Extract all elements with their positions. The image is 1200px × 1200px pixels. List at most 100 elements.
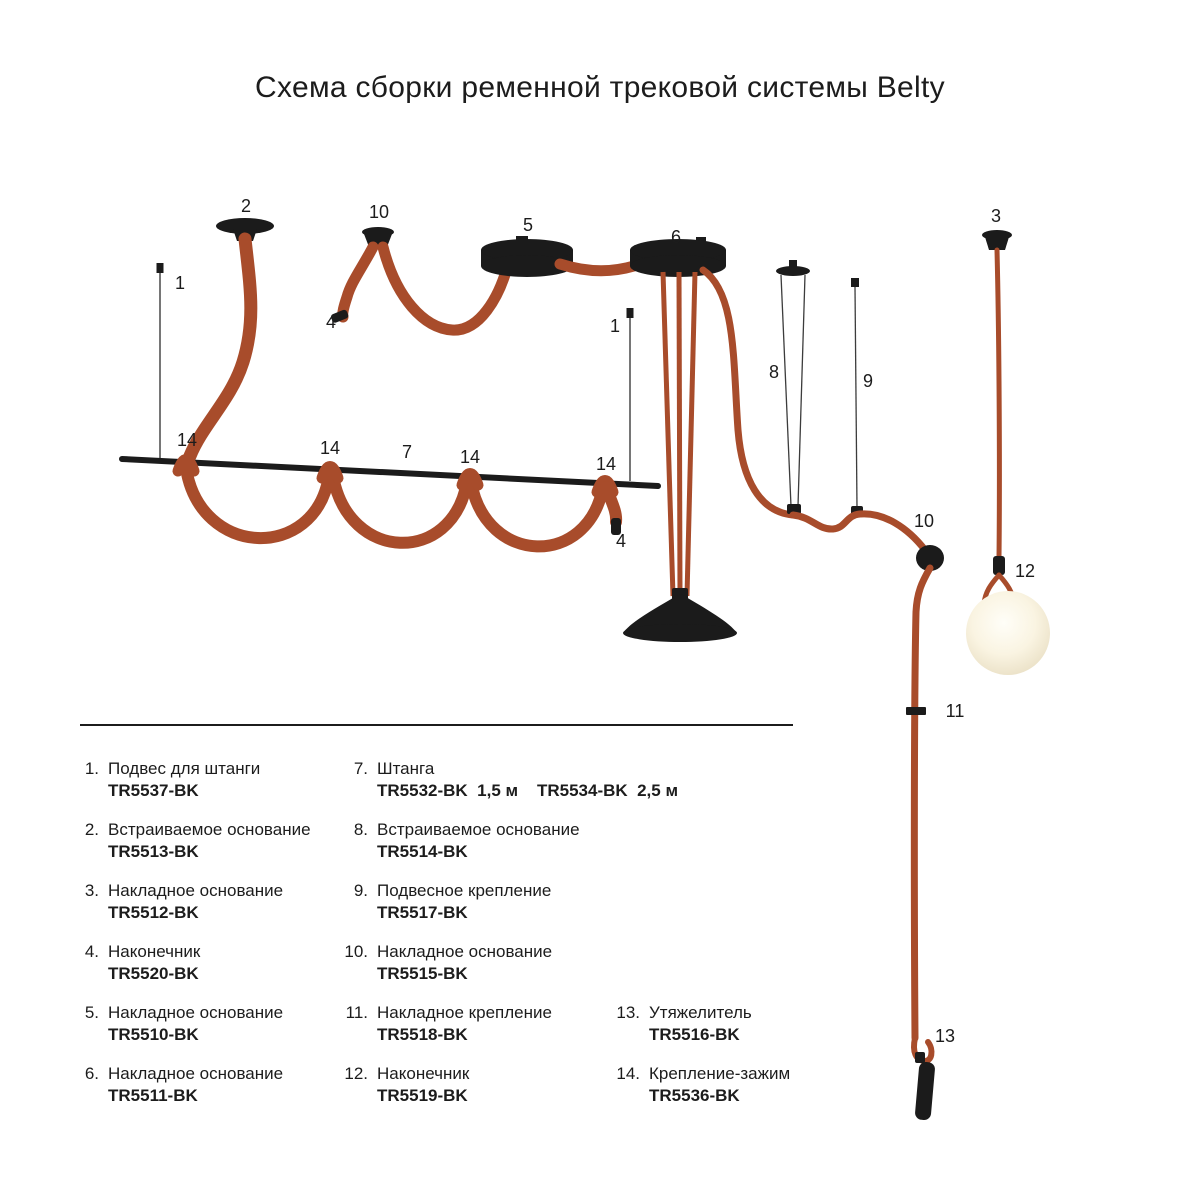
callout-13: 13 xyxy=(935,1026,955,1046)
belt-5-to-6 xyxy=(554,258,640,277)
rod-suspension-right xyxy=(626,308,634,481)
legend-item-code: TR5515-BK xyxy=(377,964,468,983)
legend-item-code: TR5536-BK xyxy=(649,1086,740,1105)
surface-base-3 xyxy=(982,230,1012,250)
legend-item-code: TR5517-BK xyxy=(377,903,468,922)
callout-14d: 14 xyxy=(596,454,616,474)
surface-base-6 xyxy=(630,237,726,277)
vertical-belt xyxy=(910,564,934,1042)
callout-1b: 1 xyxy=(610,316,620,336)
belt-10-to-5 xyxy=(377,241,513,336)
globe-cord xyxy=(994,247,1002,561)
legend-item-6: 6. Накладное основание TR5511-BK xyxy=(80,1063,311,1107)
callout-labels: 2 1 10 4 5 6 1 8 9 3 14 14 7 14 14 4 10 … xyxy=(175,196,1035,1046)
legend-item-name: Встраиваемое основание xyxy=(377,820,580,839)
legend-item-number: 8. xyxy=(353,820,368,839)
legend-divider xyxy=(80,724,793,726)
legend-item-code: TR5532-BK 1,5 м TR5534-BK 2,5 м xyxy=(377,781,679,800)
belt-drapes xyxy=(180,462,609,553)
page-title: Схема сборки ременной трековой системы B… xyxy=(255,71,945,104)
legend-item-code: TR5510-BK xyxy=(108,1025,199,1044)
surface-base-5 xyxy=(481,236,573,277)
callout-4b: 4 xyxy=(616,531,626,551)
callout-7: 7 xyxy=(402,442,412,462)
rod-assembly xyxy=(119,218,661,553)
callout-3: 3 xyxy=(991,206,1001,226)
legend-item-name: Накладное основание xyxy=(108,1003,284,1022)
legend-item-number: 11. xyxy=(345,1003,368,1022)
legend-item-4: 4. Наконечник TR5520-BK xyxy=(80,941,311,985)
legend-item-number: 6. xyxy=(84,1064,99,1083)
middle-assembly xyxy=(330,227,797,642)
belt-through-clamps xyxy=(789,510,929,554)
legend-item-number: 9. xyxy=(353,881,368,900)
weight-13 xyxy=(911,1035,935,1121)
cord-tip-12 xyxy=(993,556,1005,575)
legend-item-name: Накладное основание xyxy=(108,881,284,900)
legend-item-number: 5. xyxy=(84,1003,99,1022)
globe-assembly xyxy=(966,230,1050,675)
legend-item-number: 7. xyxy=(353,759,368,778)
callout-12: 12 xyxy=(1015,561,1035,581)
belt-6-to-right xyxy=(699,266,797,519)
cone-shade xyxy=(623,588,737,642)
legend-item-code: TR5512-BK xyxy=(108,903,199,922)
callout-2: 2 xyxy=(241,196,251,216)
legend-item-number: 2. xyxy=(84,820,99,839)
legend-item-name: Встраиваемое основание xyxy=(108,820,311,839)
globe-lamp xyxy=(966,591,1050,675)
legend-column-3: 13. Утяжелитель TR5516-BK 14. Крепление-… xyxy=(608,1002,790,1124)
pendant-straps xyxy=(660,271,698,597)
legend-item-13: 13. Утяжелитель TR5516-BK xyxy=(608,1002,790,1046)
belt-from-base-2 xyxy=(183,232,258,463)
legend-item-code: TR5516-BK xyxy=(649,1025,740,1044)
callout-9: 9 xyxy=(863,371,873,391)
legend-item-5: 5. Накладное основание TR5510-BK xyxy=(80,1002,311,1046)
legend-item-12: 12. Наконечник TR5519-BK xyxy=(338,1063,678,1107)
callout-1a: 1 xyxy=(175,273,185,293)
legend-item-number: 4. xyxy=(84,942,99,961)
legend-item-number: 12. xyxy=(344,1064,368,1083)
legend-item-name: Накладное крепление xyxy=(377,1003,552,1022)
legend-item-14: 14. Крепление-зажим TR5536-BK xyxy=(608,1063,790,1107)
legend-item-number: 1. xyxy=(84,759,99,778)
legend-item-name: Крепление-зажим xyxy=(649,1064,791,1083)
callout-10a: 10 xyxy=(369,202,389,222)
legend-item-name: Накладное основание xyxy=(377,942,553,961)
legend-item-3: 3. Накладное основание TR5512-BK xyxy=(80,880,311,924)
legend-item-number: 3. xyxy=(84,881,99,900)
legend-item-code: TR5518-BK xyxy=(377,1025,468,1044)
legend-item-name: Накладное основание xyxy=(108,1064,284,1083)
callout-4a: 4 xyxy=(326,312,336,332)
callout-14b: 14 xyxy=(320,438,340,458)
legend-item-name: Подвесное крепление xyxy=(377,881,552,900)
legend-item-9: 9. Подвесное крепление TR5517-BK xyxy=(338,880,678,924)
belt-end-tip-4 xyxy=(600,481,623,535)
callout-14a: 14 xyxy=(177,430,197,450)
legend-item-11: 11. Накладное крепление TR5518-BK xyxy=(338,1002,678,1046)
belt-10-tip-4 xyxy=(330,241,379,323)
legend-item-8: 8. Встраиваемое основание TR5514-BK xyxy=(338,819,678,863)
surface-base-10 xyxy=(362,227,394,247)
callout-6: 6 xyxy=(671,227,681,247)
callout-10b: 10 xyxy=(914,511,934,531)
callout-14c: 14 xyxy=(460,447,480,467)
legend-column-1: 1. Подвес для штанги TR5537-BK 2. Встраи… xyxy=(80,758,311,1124)
legend-column-2: 7. Штанга TR5532-BK 1,5 м TR5534-BK 2,5 … xyxy=(338,758,678,1124)
legend-item-number: 13. xyxy=(616,1003,640,1022)
callout-5: 5 xyxy=(523,215,533,235)
legend-item-code: TR5537-BK xyxy=(108,781,199,800)
legend-item-code: TR5511-BK xyxy=(108,1086,198,1105)
surface-clamp-11 xyxy=(906,707,926,715)
legend-item-code: TR5514-BK xyxy=(377,842,468,861)
legend-item-name: Штанга xyxy=(377,759,435,778)
callout-11: 11 xyxy=(946,701,965,721)
legend-item-code: TR5519-BK xyxy=(377,1086,468,1105)
hanging-mount-9 xyxy=(851,278,863,515)
legend-item-name: Наконечник xyxy=(377,1064,470,1083)
legend-item-1: 1. Подвес для штанги TR5537-BK xyxy=(80,758,311,802)
legend-item-number: 14. xyxy=(616,1064,640,1083)
legend-item-10: 10. Накладное основание TR5515-BK xyxy=(338,941,678,985)
